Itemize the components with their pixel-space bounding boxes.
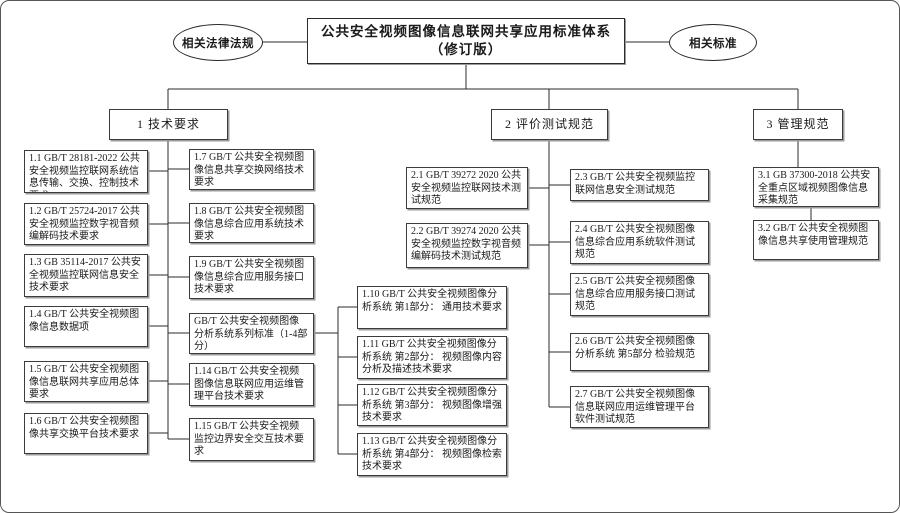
- node-2-1: 2.1 GB/T 39272 2020 公共安全视频监控联网技术测试规范: [406, 167, 528, 209]
- node-1-8: 1.8 GB/T 公共安全视频图像信息综合应用系统技术要求: [189, 203, 314, 243]
- node-1-5: 1.5 GB/T 公共安全视频图像信息联网共享应用总体要求: [24, 361, 148, 402]
- node-1-11: 1.11 GB/T 公共安全视频图像分析系统 第2部分： 视频图像内容分析及描述…: [357, 336, 507, 379]
- node-2-4: 2.4 GB/T 公共安全视频图像信息综合应用系统软件测试规范: [570, 221, 709, 264]
- node-1-10: 1.10 GB/T 公共安全视频图像分析系统 第1部分： 通用技术要求: [357, 286, 507, 329]
- node-1-14: 1.14 GB/T 公共安全视频图像信息联网应用运维管理平台技术要求: [189, 363, 314, 406]
- node-1-2: 1.2 GB/T 25724-2017 公共安全视频监控数字视音频编解码技术要求: [24, 203, 148, 245]
- node-2-7: 2.7 GB/T 公共安全视频图像信息联网应用运维管理平台软件测试规范: [570, 386, 709, 428]
- title-line2: （修订版）: [429, 42, 503, 57]
- node-1-13: 1.13 GB/T 公共安全视频图像分析系统 第4部分： 视频图像检索技术要求: [357, 433, 507, 476]
- node-2-6: 2.6 GB/T 公共安全视频图像分析系统 第5部分 检验规范: [570, 333, 709, 371]
- node-1-6: 1.6 GB/T 公共安全视频图像共享交换平台技术要求: [24, 413, 148, 454]
- node-related-laws: 相关法律法规: [173, 24, 263, 61]
- node-1-12: 1.12 GB/T 公共安全视频图像分析系统 第3部分： 视频图像增强技术要求: [357, 384, 507, 426]
- title-line1: 公共安全视频图像信息联网共享应用标准体系: [321, 24, 611, 39]
- node-2-2: 2.2 GB/T 39274 2020 公共安全视频监控数字视音频编解码技术测试…: [406, 223, 528, 268]
- node-1-4: 1.4 GB/T 公共安全视频图像信息数据项: [24, 306, 148, 347]
- branch-evaluation-test: 2 评价测试规范: [491, 109, 608, 140]
- node-related-standards: 相关标准: [669, 24, 757, 61]
- branch-tech-requirements: 1 技术要求: [109, 109, 228, 140]
- node-1-7: 1.7 GB/T 公共安全视频图像信息共享交换网络技术要求: [189, 149, 314, 190]
- node-1-15: 1.15 GB/T 公共安全视频监控边界安全交互技术要求: [189, 418, 314, 461]
- title-box: 公共安全视频图像信息联网共享应用标准体系 （修订版）: [307, 18, 625, 64]
- branch-management: 3 管理规范: [753, 109, 843, 140]
- node-1-9: 1.9 GB/T 公共安全视频图像信息综合应用服务接口技术要求: [189, 256, 314, 299]
- node-2-3: 2.3 GB/T 公共安全视频监控联网信息安全测试规范: [570, 169, 709, 201]
- node-3-2: 3.2 GB/T 公共安全视频图像信息共享使用管理规范: [753, 220, 879, 260]
- node-analysis-series: GB/T 公共安全视频图像分析系统系列标准（1-4部分）: [189, 313, 314, 354]
- node-1-3: 1.3 GB 35114-2017 公共安全视频监控联网信息安全技术要求: [24, 254, 148, 297]
- node-2-5: 2.5 GB/T 公共安全视频图像信息综合应用服务接口测试规范: [570, 273, 709, 316]
- node-3-1: 3.1 GB 37300-2018 公共安全重点区域视频图像信息采集规范: [753, 167, 879, 207]
- node-1-1: 1.1 GB/T 28181-2022 公共安全视频监控联网系统信息传输、交换、…: [24, 150, 148, 193]
